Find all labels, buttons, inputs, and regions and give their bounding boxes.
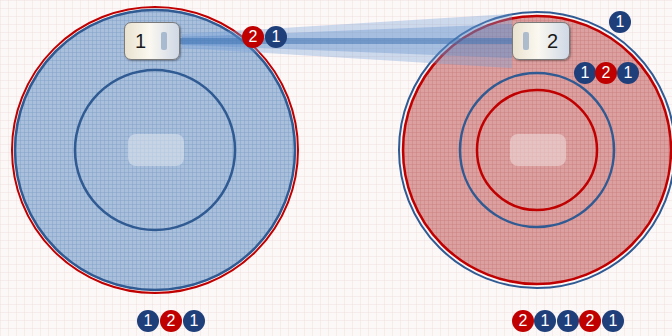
callout-number: 2	[512, 310, 534, 332]
vehicle-silhouette	[510, 134, 566, 166]
vehicle-icon: 2	[512, 22, 570, 60]
inner-ring	[460, 73, 614, 227]
vehicle-silhouette	[128, 134, 184, 166]
windshield	[523, 32, 529, 50]
callout-number: 1	[137, 310, 159, 332]
inner-ring	[477, 90, 597, 210]
callout-number: 1	[557, 310, 579, 332]
callout-number: 1	[265, 26, 287, 48]
callout-number: 1	[534, 310, 556, 332]
callout-number: 2	[160, 310, 182, 332]
signal-link	[180, 38, 512, 44]
callout-number: 1	[609, 11, 631, 33]
vehicle-number: 2	[547, 31, 558, 51]
windshield	[161, 32, 167, 50]
callout-number: 1	[617, 62, 639, 84]
vehicle-icon: 1	[124, 22, 180, 60]
callout-number: 2	[242, 26, 264, 48]
inner-ring	[75, 70, 235, 230]
callout-number: 2	[595, 62, 617, 84]
callout-number: 1	[602, 310, 624, 332]
callout-number: 1	[574, 62, 596, 84]
callout-number: 1	[183, 310, 205, 332]
callout-number: 2	[579, 310, 601, 332]
vehicle-number: 1	[135, 31, 146, 51]
